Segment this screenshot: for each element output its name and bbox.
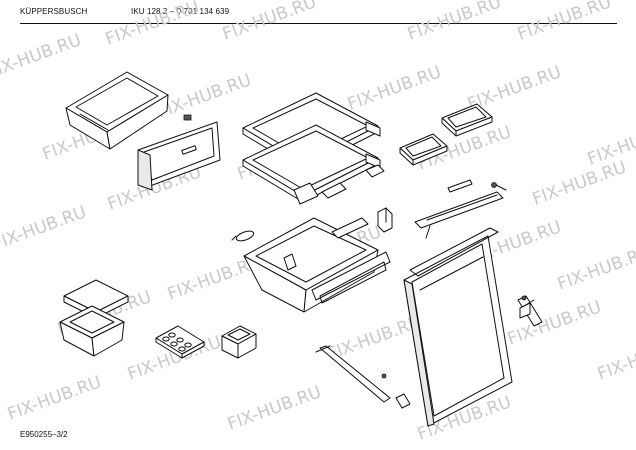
shelf-clip-part bbox=[321, 164, 385, 199]
watermark-text: FIX-HUB.RU bbox=[555, 242, 636, 294]
bracket-part bbox=[377, 207, 393, 233]
watermark-text: FIX-HUB.RU bbox=[345, 62, 444, 114]
watermark-text: FIX-HUB.RU bbox=[220, 0, 319, 45]
egg-cup bbox=[178, 346, 186, 352]
door-hinge-part bbox=[517, 295, 543, 327]
watermark-text: FIX-HUB.RU bbox=[103, 0, 202, 50]
small-tray-lower bbox=[399, 133, 448, 166]
brand-name: KÜPPERSBUSCH bbox=[20, 7, 88, 16]
watermark-text: FIX-HUB.RU bbox=[155, 70, 254, 122]
header-divider bbox=[20, 23, 617, 24]
egg-cup bbox=[162, 336, 170, 342]
shallow-tray-part bbox=[65, 71, 169, 150]
watermark-text: FIX-HUB.RU bbox=[515, 0, 614, 45]
egg-cup bbox=[184, 342, 192, 348]
watermark-text: FIX-HUB.RU bbox=[405, 0, 504, 45]
glass-shelf-lower bbox=[242, 124, 381, 205]
vegetable-drawer-part bbox=[231, 217, 391, 313]
egg-cup bbox=[176, 337, 184, 343]
watermark-text: FIX-HUB.RU bbox=[530, 157, 629, 209]
bottom-rail-part bbox=[315, 345, 411, 409]
hinge-rail-part bbox=[414, 179, 507, 239]
small-tray-upper bbox=[441, 103, 493, 137]
watermark-text: FIX-HUB.RU bbox=[0, 30, 84, 82]
door-panel-part bbox=[403, 235, 513, 427]
egg-cups bbox=[162, 332, 192, 352]
butter-box-part bbox=[59, 305, 125, 357]
watermark-text: FIX-HUB.RU bbox=[225, 382, 324, 434]
door-seal-part bbox=[409, 227, 499, 277]
watermark-text: FIX-HUB.RU bbox=[595, 332, 636, 384]
small-box-part bbox=[221, 325, 257, 359]
egg-cup bbox=[170, 341, 178, 347]
watermark-text: FIX-HUB.RU bbox=[5, 372, 104, 424]
shelf-flap-part bbox=[137, 114, 221, 191]
watermark-text: FIX-HUB.RU bbox=[505, 297, 604, 349]
watermark-text: FIX-HUB.RU bbox=[0, 202, 89, 254]
egg-cup bbox=[168, 332, 176, 338]
model-number: IKU 128.2 – 0 701 134 639 bbox=[131, 7, 230, 16]
egg-tray-part bbox=[155, 325, 205, 359]
diagram-code: E950255–3/2 bbox=[20, 430, 68, 439]
